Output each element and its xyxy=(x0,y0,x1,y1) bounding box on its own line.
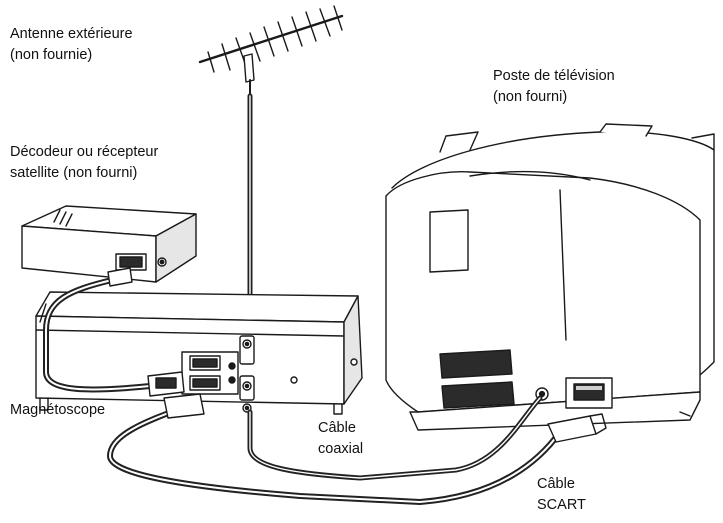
decoder-label-line2: satellite (non fourni) xyxy=(10,165,138,181)
vcr-box xyxy=(35,291,363,415)
scart-label-line2: SCART xyxy=(537,497,586,513)
tv-label-line1: Poste de télévision xyxy=(493,68,615,84)
decoder-scart-cable xyxy=(43,267,185,397)
antenna-label-line2: (non fournie) xyxy=(10,47,93,63)
coax-label-line2: coaxial xyxy=(318,441,364,457)
antenna-icon xyxy=(198,5,344,97)
scart-label: Câble SCART xyxy=(537,474,586,516)
antenna-label: Antenne extérieure (non fournie) xyxy=(10,24,133,66)
vcr-label: Magnétoscope xyxy=(10,400,105,421)
tv-label: Poste de télévision (non fourni) xyxy=(493,66,615,108)
scart-label-line1: Câble xyxy=(537,476,575,492)
coax-label-line1: Câble xyxy=(318,420,356,436)
coaxial-cable xyxy=(247,395,543,481)
coax-label: Câble coaxial xyxy=(318,418,363,460)
vcr-label-line1: Magnétoscope xyxy=(10,402,106,418)
tv-set xyxy=(385,123,715,431)
antenna-label-line1: Antenne extérieure xyxy=(10,26,133,42)
scart-cable xyxy=(107,393,607,505)
tv-label-line2: (non fourni) xyxy=(493,89,568,105)
decoder-box xyxy=(21,205,197,283)
decoder-label: Décodeur ou récepteur satellite (non fou… xyxy=(10,142,158,184)
decoder-label-line1: Décodeur ou récepteur xyxy=(10,144,159,160)
